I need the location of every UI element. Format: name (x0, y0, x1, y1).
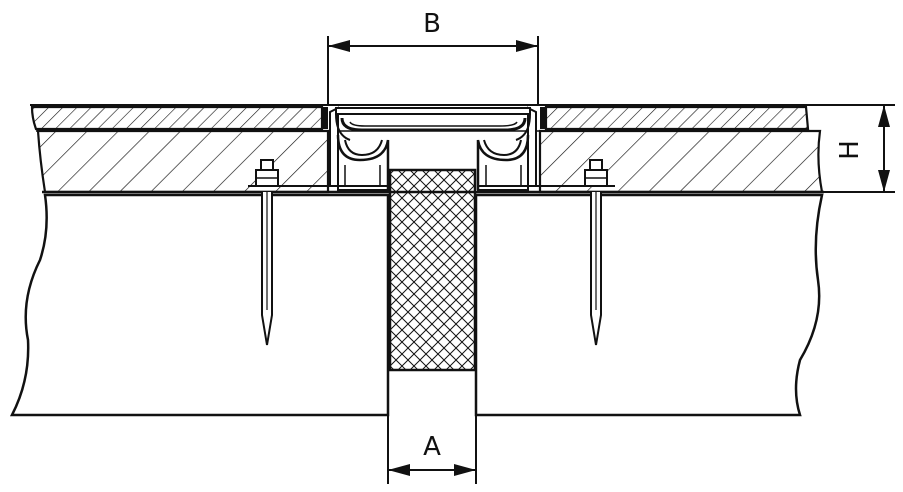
screed-layer-right (538, 129, 824, 194)
aluminium-profile-right (476, 106, 615, 191)
dimension-h: H (808, 104, 895, 193)
dimension-a: A (387, 415, 477, 484)
dimension-b-label: B (423, 9, 441, 39)
floor-finish-right (544, 105, 810, 131)
aluminium-profile-left (248, 106, 390, 191)
concrete-slab-left (9, 193, 390, 417)
dimension-a-label: A (423, 432, 441, 462)
joint-filler (388, 168, 477, 372)
anchor-bolt-left (255, 159, 279, 346)
screed-layer-left (36, 129, 330, 194)
dimension-b: B (327, 9, 539, 105)
anchor-bolt-right (584, 159, 608, 346)
floor-finish-left (30, 105, 324, 131)
dimension-h-label: H (835, 140, 865, 160)
concrete-slab-right (474, 193, 824, 417)
cover-insert (335, 107, 531, 141)
